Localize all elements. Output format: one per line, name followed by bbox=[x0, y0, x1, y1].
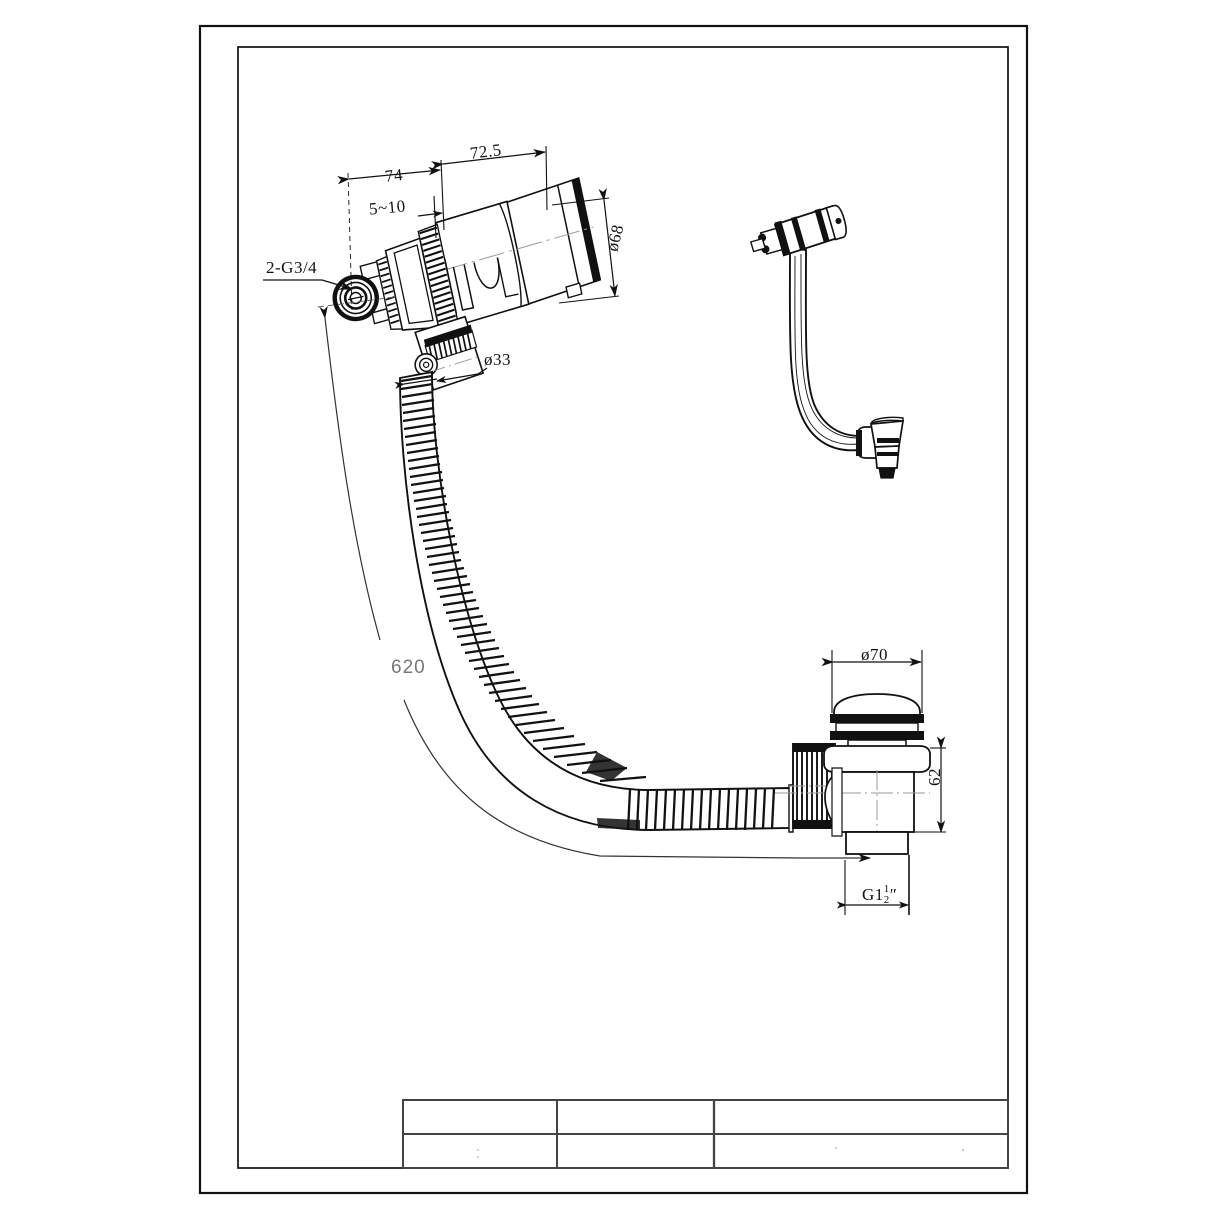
callout-2-g34: 2-G3/4 bbox=[266, 258, 318, 277]
thread-suffix: ″ bbox=[889, 885, 898, 904]
dimension-74 bbox=[337, 166, 442, 311]
dimension-620 bbox=[317, 296, 801, 859]
dimension-62 bbox=[910, 736, 946, 834]
title-block bbox=[402, 1099, 1009, 1169]
popup-waste-assembly bbox=[775, 693, 931, 855]
overflow-filler-body bbox=[332, 176, 602, 391]
sheet-border-outer bbox=[198, 24, 1029, 1195]
leader-2-g34 bbox=[263, 279, 354, 290]
thread-prefix: G1 bbox=[862, 885, 884, 904]
dim-label-620: 620 bbox=[391, 657, 426, 678]
dimension-72-5 bbox=[431, 145, 548, 231]
flexible-corrugated-hose bbox=[399, 370, 791, 831]
dim-label-5-10: 5~10 bbox=[368, 196, 407, 219]
dimension-d68 bbox=[551, 188, 620, 304]
dim-label-d33: ø33 bbox=[484, 350, 511, 369]
dim-label-74: 74 bbox=[383, 164, 405, 187]
sheet-border-inner bbox=[237, 46, 1009, 1169]
dimension-5-10 bbox=[417, 195, 444, 239]
dim-label-62: 62 bbox=[925, 768, 944, 786]
dimension-g1-half bbox=[800, 853, 910, 915]
leader-d33 bbox=[394, 367, 488, 389]
dim-label-72-5: 72.5 bbox=[468, 140, 503, 163]
curved-filler-spout bbox=[749, 204, 905, 479]
dimension-d70 bbox=[821, 650, 923, 713]
dim-label-d70: ø70 bbox=[861, 645, 888, 664]
fraction-denominator: 2 bbox=[883, 894, 890, 907]
fraction-numerator: 1 bbox=[883, 883, 890, 896]
